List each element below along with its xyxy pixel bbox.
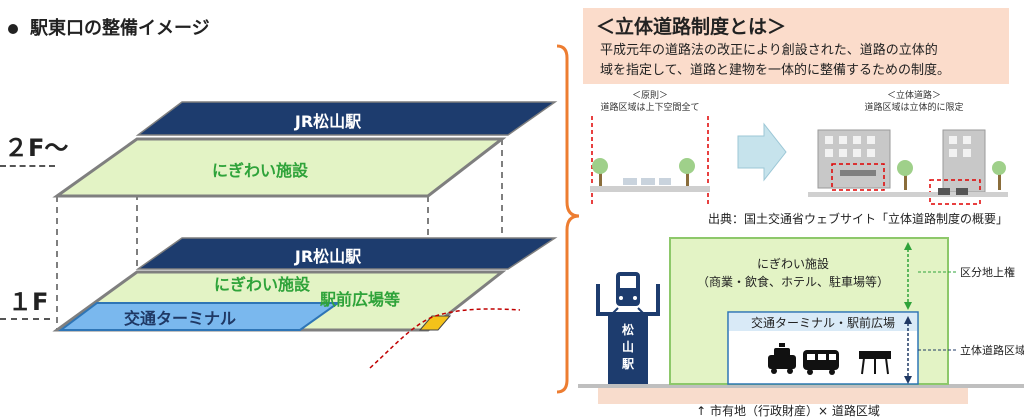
definition-text: 平成元年の道路法の改正により創設された、道路の立体的 域を指定して、道路と建物を… [600,41,1004,81]
arrow-right-icon [737,122,787,182]
upper-station-label: JR松山駅 [294,112,362,131]
svg-text:駅: 駅 [621,357,635,371]
page-title: 駅東口の整備イメージ [8,14,210,40]
road-zone-label: 立体道路区域 [960,343,1024,357]
ground-caption: ↑ 市有地（行政財産）× 道路区域 [696,403,880,418]
principle-heading: ＜原則＞ [632,90,668,101]
upper-facility-label: にぎわい施設 [212,161,309,180]
principle-road [590,186,710,192]
definition-box [583,8,1009,84]
station-column [608,314,648,384]
solid-zone-upper [831,163,885,191]
bench-icon [859,351,891,375]
station-platform [596,284,660,316]
upper-station-slab [135,101,558,136]
building-icon [942,129,986,193]
station-name: 松 山 駅 [621,322,635,371]
tree-icon [592,158,608,186]
terminal-label: 交通ターミナル・駅前広場 [751,315,895,330]
train-icon [611,272,645,315]
taxi-icon [768,343,796,374]
facility-detail: （商業・飲食、ホテル、駐車場等） [697,274,889,289]
building-icon [817,129,891,189]
bus-icon [803,350,839,375]
definition-title: ＜立体道路制度とは＞ [596,16,787,38]
facility-label: にぎわい施設 [757,256,829,271]
solid-heading: ＜立体道路＞ [887,89,941,101]
tree-icon [897,160,913,190]
lower-station-label: JR松山駅 [294,247,362,266]
ground-line [578,384,1024,388]
car-icon [938,188,968,195]
definition-line: 平成元年の道路法の改正により創設された、道路の立体的 [600,43,938,58]
tree-icon [679,158,695,186]
page-title-text: 駅東口の整備イメージ [30,18,210,39]
floor-label-1f: １F [8,288,49,316]
tree-icon [992,161,1006,190]
solid-caption: 道路区域は立体的に限定 [864,101,963,113]
solid-road-deck [840,170,876,176]
plaza-label: 駅前広場等 [319,290,400,309]
principle-caption: 道路区域は上下空間全て [600,101,699,113]
road-zone-arrow [904,316,912,384]
svg-text:山: 山 [622,339,634,354]
upper-rights-label: 区分地上権 [960,265,1015,279]
road-comparison-illustration: ＜原則＞ 道路区域は上下空間全て ＜立体道路＞ 道路区域は立体的に限定 [590,89,1008,205]
source-citation: 出典：国土交通省ウェブサイト「立体道路制度の概要」 [708,212,1009,226]
upper-facility-slab [52,137,507,198]
ground-zone [598,388,968,404]
bullet-icon [8,24,18,34]
upper-rights-arrow [904,242,912,310]
floor-label-1f-underline [0,318,50,320]
definition-line: 域を指定して、道路と建物を一体的に整備するための制度。 [600,63,950,78]
terminal-label: 交通ターミナル [124,309,236,328]
svg-text:松: 松 [622,322,634,337]
floor-label-2f: ２F～ [4,134,69,162]
road-dashed-line [369,308,521,369]
site-marker [418,315,452,331]
terminal-area [58,302,342,331]
lower-station-slab [135,237,558,270]
solid-ground [808,192,1008,197]
bracket-icon [556,44,580,394]
lower-facility-label: にぎわい施設 [214,275,311,294]
section-diagram: ↑ 市有地（行政財産）× 道路区域 松 山 駅 にぎわい施設 （商業・飲食、ホテ… [578,237,1024,418]
terminal-header [729,313,917,331]
floor-label-2f-underline [0,165,55,167]
station-layer-diagram: JR松山駅 にぎわい施設 JR松山駅 にぎわい施設 交通ターミナル 駅前広場等 [52,101,558,369]
car-icon [623,178,671,185]
